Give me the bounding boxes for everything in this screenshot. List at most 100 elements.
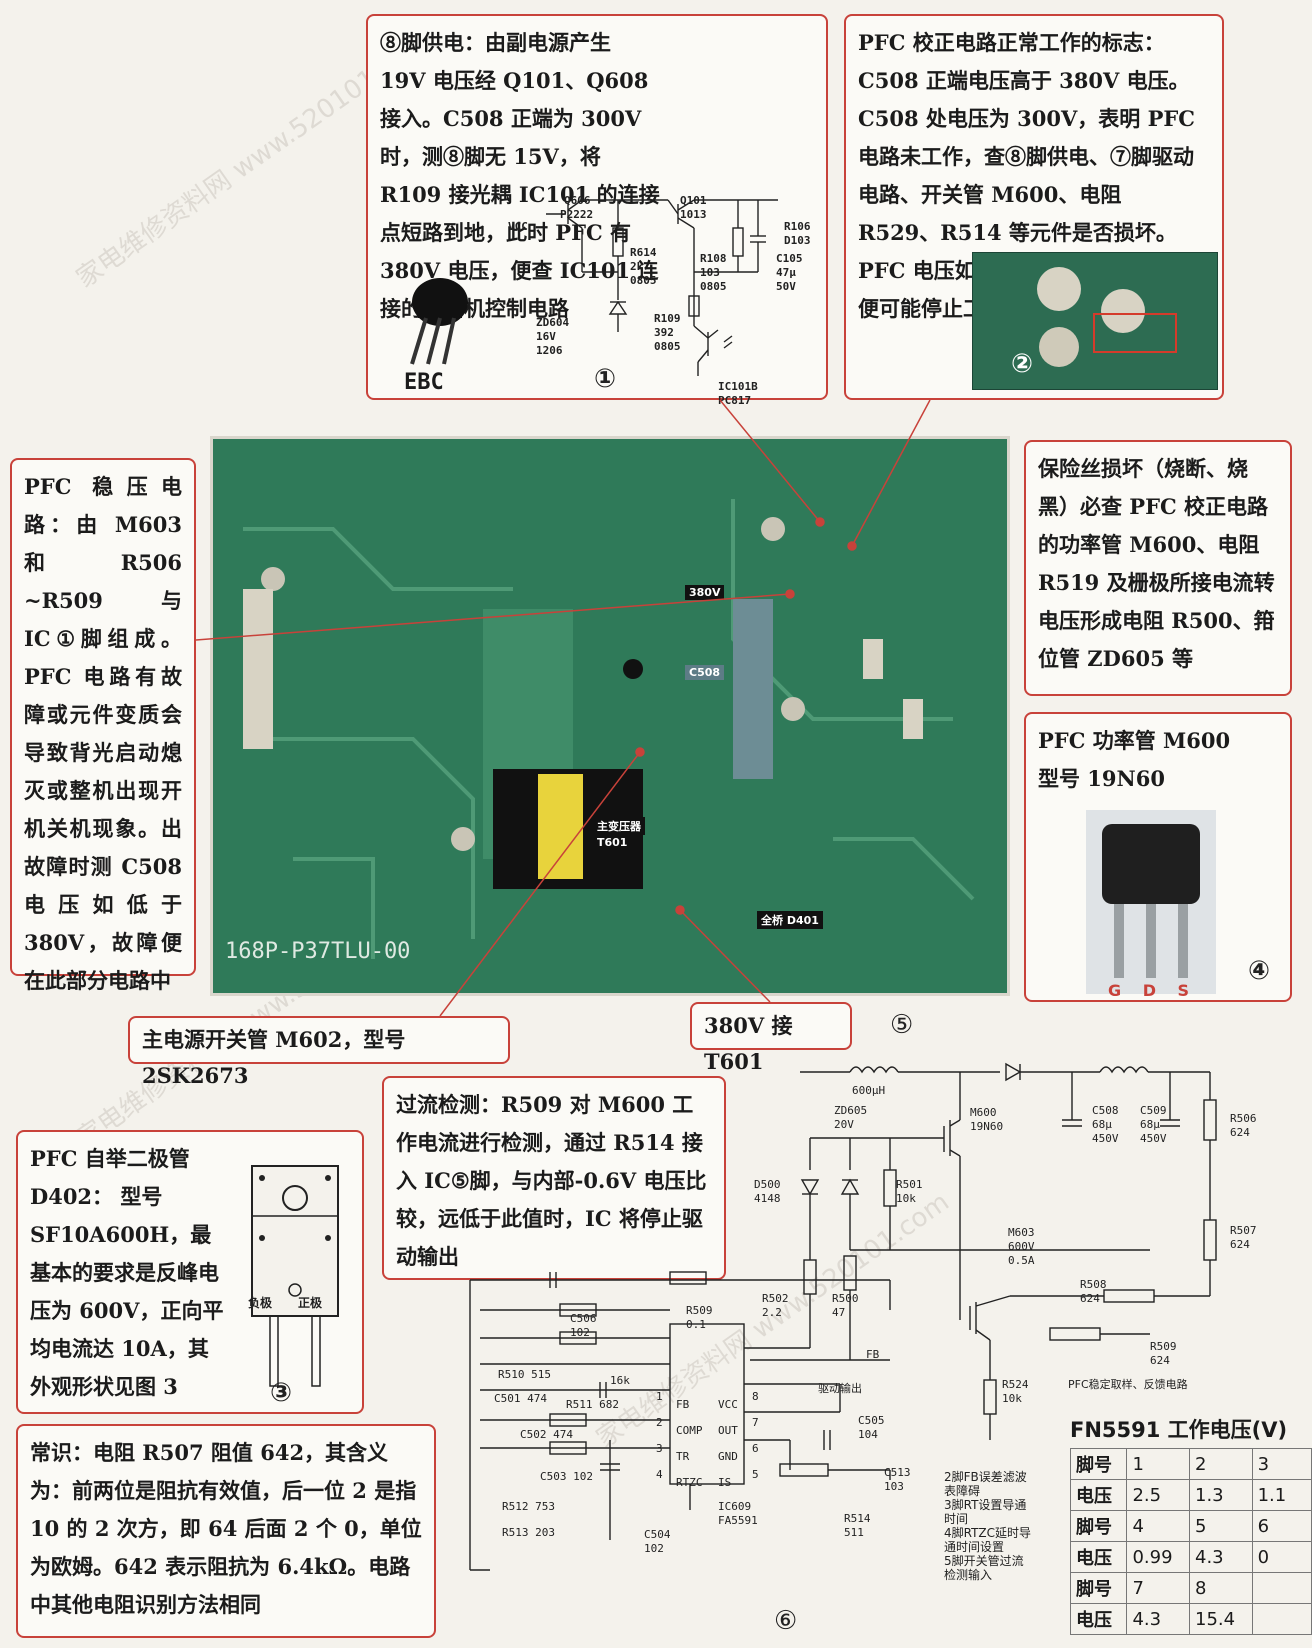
s6-note-2: 3脚RT设置导通 xyxy=(944,1498,1027,1512)
table-cell: 1.3 xyxy=(1189,1479,1253,1511)
pcb-photo: 380V C508 主变压器 T601 全桥 D401 168P-P37TLU-… xyxy=(210,436,1010,996)
s6-ic-num5: 5 xyxy=(752,1468,759,1481)
schem1-r108-val: 103 xyxy=(700,266,720,279)
s6-r512: R512 753 xyxy=(502,1500,555,1513)
schem1-zd604-pkg: 1206 xyxy=(536,344,563,357)
callout-pfc-normal-text: PFC 校正电路正常工作的标志：C508 正端电压高于 380V 电压。 C50… xyxy=(858,30,1196,321)
callout-overcurrent: 过流检测：R509 对 M600 工作电流进行检测，通过 R514 接入 IC⑤… xyxy=(382,1076,726,1280)
s6-c505-val: 104 xyxy=(858,1428,878,1441)
figure-number-2: ② xyxy=(1011,349,1034,379)
s6-note-6: 5脚开关管过流 xyxy=(944,1554,1024,1568)
schem1-r614: R614 xyxy=(630,246,657,259)
transistor-pins-label: EBC xyxy=(404,370,444,395)
s6-m603: M603 xyxy=(1008,1226,1035,1239)
pcb-label-t601: T601 xyxy=(593,835,632,850)
s6-drive-out: 驱动输出 xyxy=(818,1382,862,1395)
pcb-label-bridge: 全桥 D401 xyxy=(757,911,823,929)
s6-ic-pin2: COMP xyxy=(676,1424,703,1437)
schem1-ic101b: IC101B xyxy=(718,380,758,393)
table-cell xyxy=(1251,1572,1312,1604)
d402-drawing xyxy=(251,1165,339,1387)
schem1-q101-val: 1013 xyxy=(680,208,707,221)
table-row: 电压 0.99 4.3 0 xyxy=(1069,1541,1312,1573)
schem1-q101: Q101 xyxy=(680,194,707,207)
schem1-r106: R106 xyxy=(784,220,811,233)
schem1-r614-pkg: 0805 xyxy=(630,274,657,287)
schematic-6 xyxy=(469,1062,1217,1571)
s6-ic-num4: 4 xyxy=(656,1468,663,1481)
s6-d500: D500 xyxy=(754,1178,781,1191)
table-cell: 电压 xyxy=(1069,1541,1128,1573)
figure-number-6: ⑥ xyxy=(774,1606,798,1636)
s6-note-5: 通时间设置 xyxy=(944,1540,1005,1554)
s6-c508-val: 68μ xyxy=(1092,1118,1112,1131)
table-cell: 2 xyxy=(1189,1448,1253,1480)
s6-c508-v: 450V xyxy=(1092,1132,1119,1145)
s6-fa5591: FA5591 xyxy=(718,1514,758,1527)
s6-ic-pin6: GND xyxy=(718,1450,738,1463)
s6-c501: C501 474 xyxy=(494,1392,547,1405)
table-cell: 脚号 xyxy=(1069,1510,1128,1542)
photo-capacitor: ② xyxy=(972,252,1218,390)
s6-c506: C506 xyxy=(570,1312,597,1325)
figure-number-3: ③ xyxy=(270,1378,293,1408)
table-row: 脚号 1 2 3 xyxy=(1069,1448,1312,1480)
table-cell: 15.4 xyxy=(1189,1603,1253,1635)
schem1-c105: C105 xyxy=(776,252,803,265)
s6-r514-val: 511 xyxy=(844,1526,864,1539)
d402-pos-label: 正极 xyxy=(298,1296,323,1310)
s6-r506: R506 xyxy=(1230,1112,1257,1125)
s6-zd605: ZD605 xyxy=(834,1104,868,1117)
pcb-label-c508: C508 xyxy=(685,665,725,680)
table-cell: 0 xyxy=(1251,1541,1312,1573)
callout-m602-text: 主电源开关管 M602，型号 2SK2673 xyxy=(142,1027,406,1088)
s6-r501-val: 10k xyxy=(896,1192,916,1205)
s6-r509-val: 0.1 xyxy=(686,1318,706,1331)
s6-c504: C504 xyxy=(644,1528,671,1541)
table-cell: 6 xyxy=(1251,1510,1312,1542)
schematic-1 xyxy=(546,199,778,376)
s6-r509b: R509 xyxy=(1150,1340,1177,1353)
s6-r510: R510 515 xyxy=(498,1368,551,1381)
table-cell xyxy=(1251,1603,1312,1635)
callout-m600-title: PFC 功率管 M600 xyxy=(1038,728,1231,753)
s6-ic-num7: 7 xyxy=(752,1416,759,1429)
schem1-d103: D103 xyxy=(784,234,811,247)
s6-ic-pin3: TR xyxy=(676,1450,690,1463)
s6-note-7: 检测输入 xyxy=(944,1568,993,1582)
figure-number-4: ④ xyxy=(1248,956,1271,986)
pcb-board-code: 168P-P37TLU-00 xyxy=(225,939,411,964)
s6-note-4: 4脚RTZC延时导 xyxy=(944,1526,1032,1540)
callout-pin8-power: ⑧脚供电：由副电源产生 19V 电压经 Q101、Q608 接入。C508 正端… xyxy=(366,14,828,407)
voltage-table-title: FN5591 工作电压(V) xyxy=(1070,1418,1288,1442)
s6-c503: C503 102 xyxy=(540,1470,593,1483)
s6-ic-num3: 3 xyxy=(656,1442,663,1455)
s6-note-1: 表障碍 xyxy=(944,1484,981,1498)
s6-r508: R508 xyxy=(1080,1278,1107,1291)
schem1-c105-val: 47μ xyxy=(776,266,796,279)
table-cell: 电压 xyxy=(1069,1603,1128,1635)
s6-m600: M600 xyxy=(970,1106,997,1119)
callout-pin8-text: ⑧脚供电：由副电源产生 19V 电压经 Q101、Q608 接入。C508 正端… xyxy=(380,30,660,321)
table-row: 电压 4.3 15.4 xyxy=(1069,1603,1312,1635)
s6-c502: C502 474 xyxy=(520,1428,573,1441)
s6-r511: R511 682 xyxy=(566,1398,619,1411)
s6-ic-pin5: IS xyxy=(718,1476,732,1489)
table-cell: 0.99 xyxy=(1126,1541,1190,1573)
table-row: 脚号 7 8 xyxy=(1069,1572,1312,1604)
s6-ic-pin7: OUT xyxy=(718,1424,738,1437)
m600-pins: G D S xyxy=(1108,981,1198,1000)
s6-c508: C508 xyxy=(1092,1104,1119,1117)
schem1-p2222: P2222 xyxy=(560,208,594,221)
schem1-vcc: VCC xyxy=(508,220,528,233)
voltage-table: 脚号 1 2 3 电压 2.5 1.3 1.1 脚号 4 5 6 电压 0.99… xyxy=(1069,1448,1312,1635)
s6-r501: R501 xyxy=(896,1178,923,1191)
pcb-label-transformer: 主变压器 xyxy=(593,817,645,835)
s6-c513-val: 103 xyxy=(884,1480,904,1493)
s6-d500-val: 4148 xyxy=(754,1192,781,1205)
s6-r502: R502 xyxy=(762,1292,789,1305)
s6-ic609: IC609 xyxy=(718,1500,752,1513)
table-cell: 8 xyxy=(1189,1572,1253,1604)
s6-r524: R524 xyxy=(1002,1378,1029,1391)
s6-r509b-val: 624 xyxy=(1150,1354,1170,1367)
